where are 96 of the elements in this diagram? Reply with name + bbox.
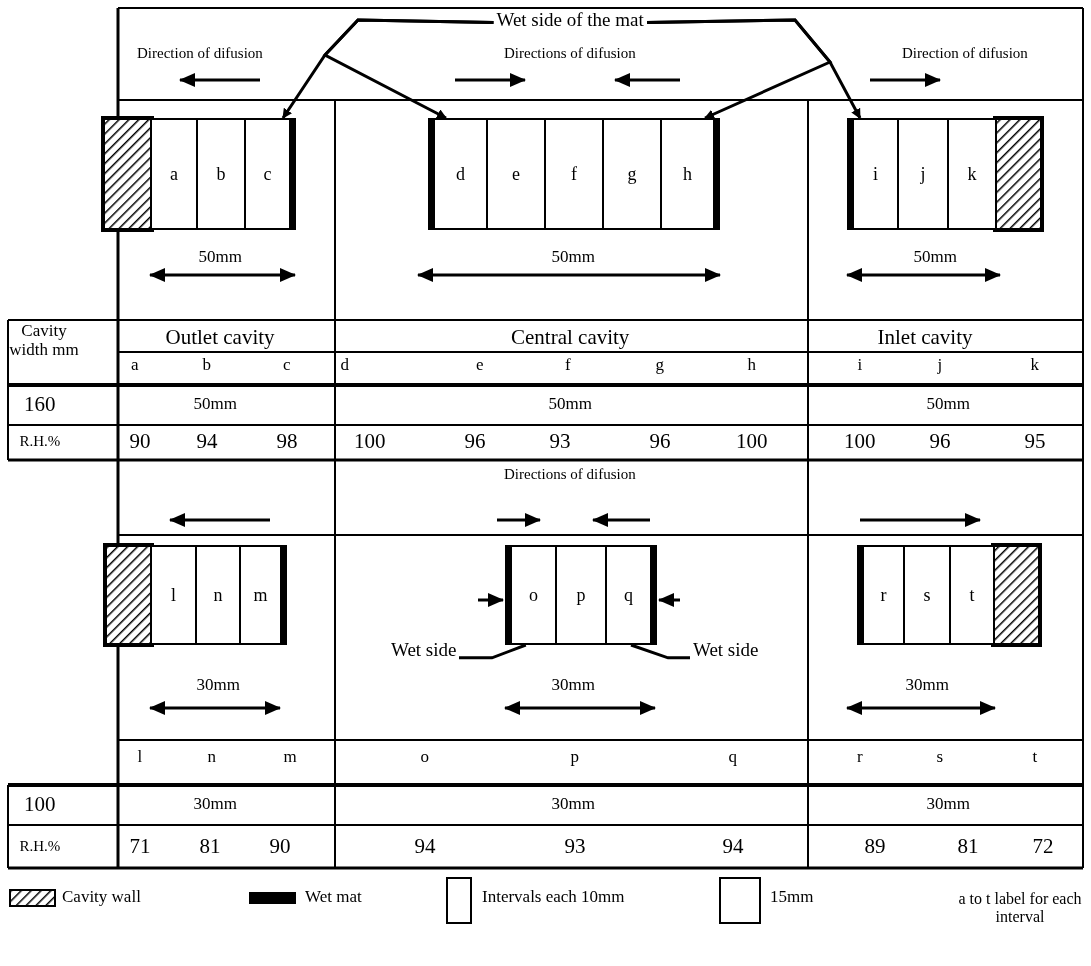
- width-value: 30mm: [193, 795, 237, 814]
- interval-letter: b: [202, 356, 211, 375]
- interval-cell: j: [897, 118, 949, 230]
- interval-letter: o: [420, 748, 429, 767]
- interval-cell: n: [195, 545, 241, 645]
- interval-cell: s: [903, 545, 951, 645]
- humidity-value: 89: [864, 835, 886, 859]
- humidity-value: 72: [1032, 835, 1054, 859]
- leader-line: [630, 643, 690, 660]
- interval-cell: f: [544, 118, 604, 230]
- direction-label: Directions of difusion: [504, 45, 636, 62]
- direction-label: Directions of difusion: [504, 466, 636, 483]
- interval-cell: i: [847, 118, 899, 230]
- humidity-value: 98: [276, 430, 298, 454]
- interval-cell: b: [196, 118, 246, 230]
- row-header: R.H.%: [19, 838, 61, 855]
- interval-letter: g: [655, 356, 664, 375]
- interval-cell: a: [150, 118, 198, 230]
- dimension-label: 30mm: [905, 676, 949, 695]
- legend-note: a to t label for each interval: [957, 890, 1083, 926]
- humidity-value: 100: [844, 430, 876, 454]
- leader-line: [459, 643, 527, 660]
- interval-letter: q: [728, 748, 737, 767]
- humidity-value: 94: [722, 835, 744, 859]
- legend-label: Cavity wall: [62, 888, 141, 907]
- interval-cell: r: [857, 545, 905, 645]
- dimension-label: 50mm: [198, 248, 242, 267]
- interval-cell: c: [244, 118, 296, 230]
- humidity-value: 94: [196, 430, 218, 454]
- cavity-wall-hatch: [103, 543, 154, 647]
- interval-cell: e: [486, 118, 546, 230]
- interval-letter: l: [137, 748, 143, 767]
- row-header: R.H.%: [19, 433, 61, 450]
- interval-letter: e: [476, 356, 484, 375]
- humidity-value: 96: [649, 430, 671, 454]
- interval-letter: n: [207, 748, 216, 767]
- humidity-value: 100: [354, 430, 386, 454]
- width-value: 50mm: [548, 395, 592, 414]
- interval-cell: g: [602, 118, 662, 230]
- dimension-label: 30mm: [196, 676, 240, 695]
- dimension-label: 50mm: [913, 248, 957, 267]
- width-value: 30mm: [551, 795, 595, 814]
- humidity-value: 96: [929, 430, 951, 454]
- interval-cell: k: [947, 118, 997, 230]
- interval-cell: o: [505, 545, 557, 645]
- interval-letter: f: [565, 356, 571, 375]
- interval-letter: t: [1032, 748, 1038, 767]
- interval-letter: r: [857, 748, 863, 767]
- interval-cell: d: [428, 118, 488, 230]
- humidity-value: 90: [129, 430, 151, 454]
- interval-letter: d: [340, 356, 349, 375]
- humidity-value: 100: [736, 430, 768, 454]
- humidity-value: 95: [1024, 430, 1046, 454]
- humidity-value: 90: [269, 835, 291, 859]
- legend-label: Intervals each 10mm: [482, 888, 625, 907]
- leader-line: [322, 18, 494, 120]
- humidity-value: 94: [414, 835, 436, 859]
- interval-cell: l: [150, 545, 197, 645]
- dimension-label: 30mm: [551, 676, 595, 695]
- cavity-wall-hatch: [991, 543, 1042, 647]
- width-value: 50mm: [926, 395, 970, 414]
- dimension-label: 50mm: [551, 248, 595, 267]
- interval-cell: t: [949, 545, 995, 645]
- row-header: Cavity width mm: [9, 322, 79, 360]
- interval-cell: h: [660, 118, 720, 230]
- cavity-wall-hatch: [993, 116, 1044, 232]
- interval-letter: h: [747, 356, 756, 375]
- interval-letter: k: [1030, 356, 1039, 375]
- humidity-value: 96: [464, 430, 486, 454]
- cavity-wall-hatch: [101, 116, 154, 232]
- interval-letter: m: [283, 748, 297, 767]
- row-header: 160: [24, 393, 56, 417]
- width-value: 50mm: [193, 395, 237, 414]
- humidity-value: 81: [957, 835, 979, 859]
- cavity-name: Inlet cavity: [877, 326, 973, 350]
- interval-letter: s: [936, 748, 944, 767]
- interval-letter: i: [857, 356, 863, 375]
- cavity-name: Outlet cavity: [165, 326, 275, 350]
- interval-cell: q: [605, 545, 657, 645]
- humidity-value: 93: [549, 430, 571, 454]
- legend-label: Wet mat: [305, 888, 362, 907]
- legend-label: 15mm: [770, 888, 814, 907]
- row-header: 100: [24, 793, 56, 817]
- interval-letter: j: [937, 356, 943, 375]
- interval-cell: p: [555, 545, 607, 645]
- direction-label: Direction of difusion: [902, 45, 1028, 62]
- humidity-value: 71: [129, 835, 151, 859]
- direction-label: Direction of difusion: [137, 45, 263, 62]
- interval-letter: a: [131, 356, 139, 375]
- interval-letter: p: [570, 748, 579, 767]
- width-value: 30mm: [926, 795, 970, 814]
- humidity-value: 81: [199, 835, 221, 859]
- humidity-value: 93: [564, 835, 586, 859]
- interval-cell: m: [239, 545, 287, 645]
- interval-letter: c: [283, 356, 291, 375]
- cavity-name: Central cavity: [511, 326, 630, 350]
